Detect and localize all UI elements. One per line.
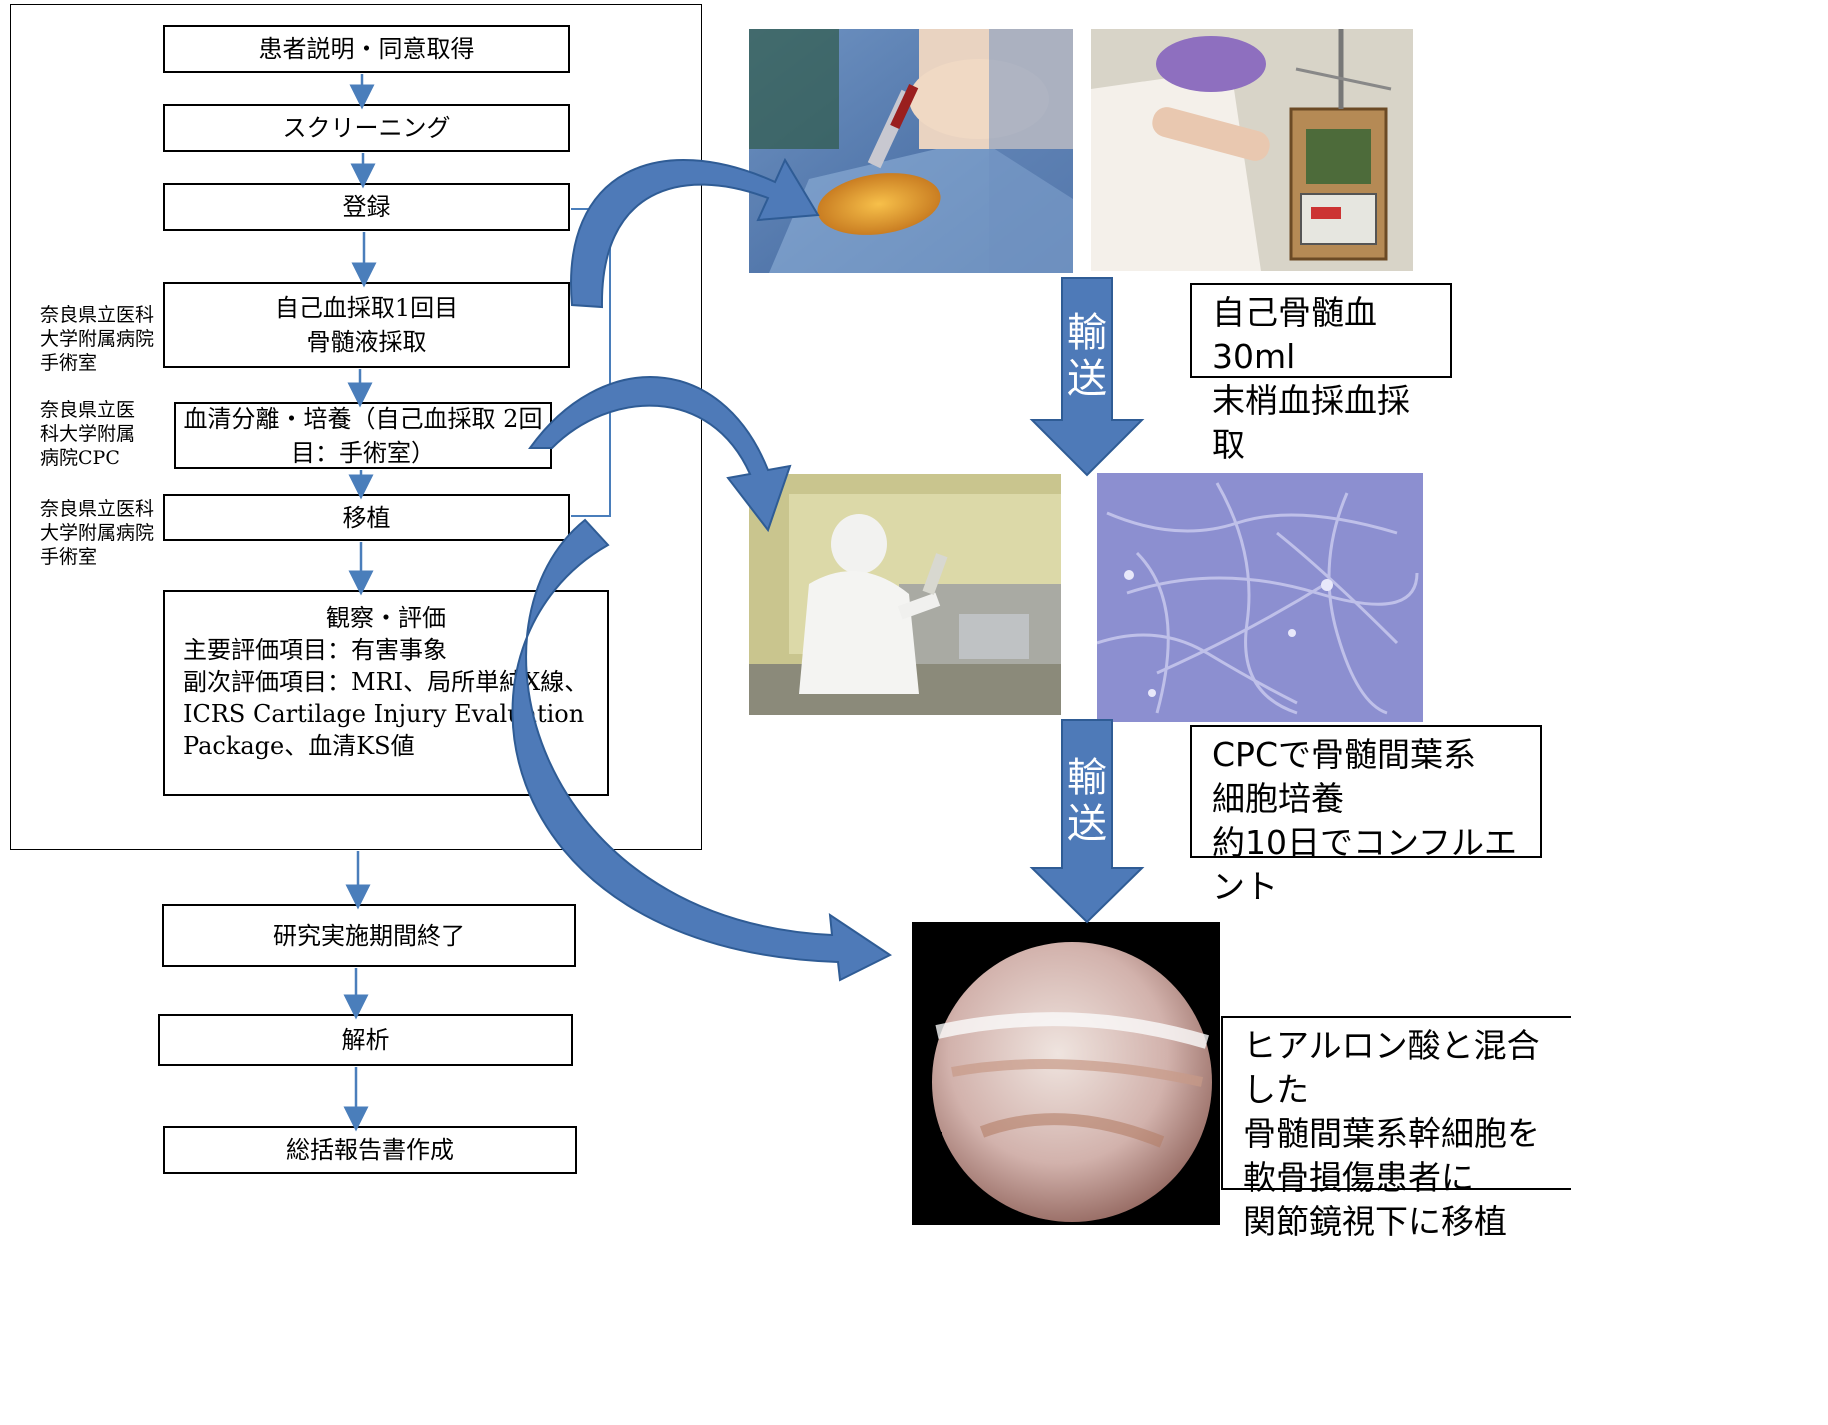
transport-label-2: 輸 送 (1062, 755, 1112, 847)
curved-arrow-harvest (571, 160, 818, 307)
curved-arrow-culture (530, 377, 790, 530)
transport-label-1: 輸 送 (1062, 310, 1112, 402)
flow-connectors (356, 74, 364, 1124)
curved-arrow-transplant (513, 520, 890, 980)
